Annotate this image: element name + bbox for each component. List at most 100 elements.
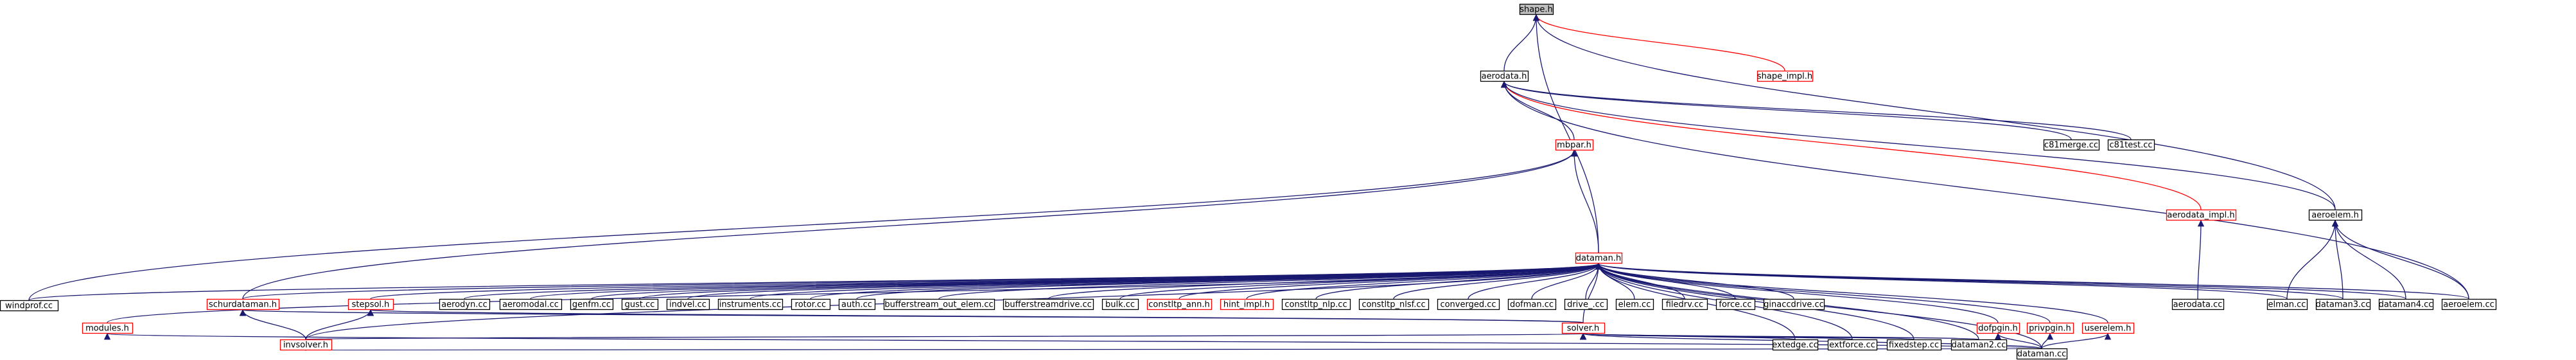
svg-text:invsolver.h: invsolver.h [283,341,328,350]
node-aerodyn-cc[interactable]: aerodyn.cc [439,298,491,310]
node-force-cc[interactable]: force.cc [1715,298,1756,310]
node-filedrv-cc[interactable]: filedrv.cc [1661,298,1708,310]
node-bufferstreamdrive-cc[interactable]: bufferstreamdrive.cc [1003,298,1094,310]
node-schurdataman-h[interactable]: schurdataman.h [206,298,280,310]
edge-windprof_cc-to-mbpar_h [28,149,1577,301]
svg-text:extedge.cc: extedge.cc [1772,341,1818,350]
edge-dataman3_cc-to-aeroelem_h [2331,219,2344,300]
edge-aeroelem_cc-to-dataman_h [1595,262,2469,300]
node-aeroelem-h[interactable]: aeroelem.h [2308,209,2363,221]
node-dataman-h[interactable]: dataman.h [1575,252,1623,264]
node-dataman-cc[interactable]: dataman.cc [2016,348,2068,360]
svg-text:hint_impl.h: hint_impl.h [1223,300,1270,310]
node-constltp-nlp-cc[interactable]: constltp_nlp.cc [1281,298,1351,310]
node-constltp-ann-h[interactable]: constltp_ann.h [1146,298,1213,310]
svg-text:dataman2.cc: dataman2.cc [1952,341,2006,350]
node-privpgin-h[interactable]: privpgin.h [2026,322,2074,334]
edge-dataman4_cc-to-aeroelem_h [2331,219,2406,300]
node-dofman-cc[interactable]: dofman.cc [1507,298,1557,310]
node-hint-impl-h[interactable]: hint_impl.h [1220,298,1274,310]
edge-dofpgin_h-to-dataman_h [1595,262,1999,323]
edge-dataman_cc-to-privpgin_h [2041,332,2054,349]
node-c81test-cc[interactable]: c81test.cc [2107,139,2155,151]
svg-text:c81merge.cc: c81merge.cc [2044,141,2098,150]
svg-text:constltp_ann.h: constltp_ann.h [1148,300,1210,310]
node-bulk-cc[interactable]: bulk.cc [1101,298,1139,310]
node-aerodata-cc[interactable]: aerodata.cc [2171,298,2225,310]
svg-text:elman.cc: elman.cc [2268,300,2306,310]
svg-text:dataman.h: dataman.h [1576,254,1622,264]
edge-dataman_cc-to-userelem_h [2041,332,2112,349]
node-elman-cc[interactable]: elman.cc [2266,298,2308,310]
node-dataman2-cc[interactable]: dataman2.cc [1950,339,2008,351]
svg-text:aerodyn.cc: aerodyn.cc [441,300,487,310]
node-gust-cc[interactable]: gust.cc [621,298,659,310]
svg-text:c81test.cc: c81test.cc [2109,141,2152,150]
edge-solver_h-to-stepsol_h [368,309,1584,323]
edge-aeroelem_h-to-aerodata_h [1500,80,2336,210]
node-extforce-cc[interactable]: extforce.cc [1827,339,1878,351]
node-userelem-h[interactable]: userelem.h [2081,322,2135,334]
node-aeromodal-cc[interactable]: aeromodal.cc [499,298,563,310]
node-indvel-cc[interactable]: indvel.cc [666,298,710,310]
edge-aeroelem_h-to-shape_h [1532,14,2336,210]
svg-text:instruments.cc: instruments.cc [719,300,782,310]
node-shape-h[interactable]: shape.h [1519,3,1554,15]
edge-aerodata_impl_h-to-aerodata_h [1500,80,2202,210]
svg-text:gust.cc: gust.cc [625,300,655,310]
svg-text:shape.h: shape.h [1520,5,1553,15]
node-solver-h[interactable]: solver.h [1561,322,1606,334]
svg-text:extforce.cc: extforce.cc [1829,341,1875,350]
edge-aeromodal_cc-to-dataman_h [530,262,1602,300]
node-dataman4-cc[interactable]: dataman4.cc [2379,298,2434,310]
node-aerodata-h[interactable]: aerodata.h [1480,70,1529,82]
edge-schurdataman_h-to-mbpar_h [242,149,1578,300]
edge-converged_cc-to-dataman_h [1468,262,1602,300]
edges-layer [28,14,2469,351]
node-converged-cc[interactable]: converged.cc [1437,298,1500,310]
node-instruments-cc[interactable]: instruments.cc [717,298,784,310]
node-aerodata-impl-h[interactable]: aerodata_impl.h [2166,209,2237,221]
edge-aerodata_h-to-shape_h [1503,14,1540,71]
svg-text:aeromodal.cc: aeromodal.cc [502,300,559,310]
svg-text:constltp_nlp.cc: constltp_nlp.cc [1284,300,1347,310]
node-c81merge-cc[interactable]: c81merge.cc [2043,139,2100,151]
svg-text:fixedstep.cc: fixedstep.cc [1889,341,1939,350]
svg-text:indvel.cc: indvel.cc [669,300,706,310]
node-rotor-cc[interactable]: rotor.cc [791,298,831,310]
node-ginaccdrive-cc[interactable]: ginaccdrive.cc [1763,298,1825,310]
svg-text:elem.cc: elem.cc [1618,300,1651,310]
node-elem-cc[interactable]: elem.cc [1615,298,1654,310]
svg-text:converged.cc: converged.cc [1440,300,1496,310]
node-drive-cc[interactable]: drive_.cc [1564,298,1608,310]
edge-dataman_cc-to-dofpgin_h [1994,332,2042,349]
node-constltp-nlsf-cc[interactable]: constltp_nlsf.cc [1358,298,1430,310]
node-modules-h[interactable]: modules.h [82,322,134,334]
node-bufferstream-out-elem-cc[interactable]: bufferstream_out_elem.cc [883,298,995,310]
node-mbpar-h[interactable]: mbpar.h [1555,139,1594,151]
node-invsolver-h[interactable]: invsolver.h [279,339,333,351]
svg-text:aerodata.cc: aerodata.cc [2173,300,2223,310]
svg-text:solver.h: solver.h [1567,324,1600,334]
node-stepsol-h[interactable]: stepsol.h [347,298,394,310]
svg-text:bufferstream_out_elem.cc: bufferstream_out_elem.cc [884,300,993,310]
node-fixedstep-cc[interactable]: fixedstep.cc [1886,339,1942,351]
node-extedge-cc[interactable]: extedge.cc [1772,339,1819,351]
node-dataman3-cc[interactable]: dataman3.cc [2316,298,2371,310]
svg-text:aerodata.h: aerodata.h [1482,72,1527,82]
edge-constltp_nlsf_cc-to-dataman_h [1393,262,1602,300]
node-aeroelem-cc[interactable]: aeroelem.cc [2441,298,2497,310]
node-shape-impl-h[interactable]: shape_impl.h [1757,70,1814,82]
node-auth-cc[interactable]: auth.cc [838,298,876,310]
svg-text:dataman3.cc: dataman3.cc [2316,300,2370,310]
svg-text:mbpar.h: mbpar.h [1557,141,1591,150]
svg-text:ginaccdrive.cc: ginaccdrive.cc [1764,300,1824,310]
node-genfm-cc[interactable]: genfm.cc [570,298,614,310]
node-windprof-cc[interactable]: windprof.cc [0,300,59,312]
svg-text:userelem.h: userelem.h [2085,324,2132,334]
svg-text:dofpgin.h: dofpgin.h [1978,324,2018,334]
svg-text:aeroelem.cc: aeroelem.cc [2443,300,2494,310]
svg-text:constltp_nlsf.cc: constltp_nlsf.cc [1362,300,1425,310]
edge-c81merge_cc-to-aerodata_h [1501,80,2072,140]
node-dofpgin-h[interactable]: dofpgin.h [1976,322,2020,334]
